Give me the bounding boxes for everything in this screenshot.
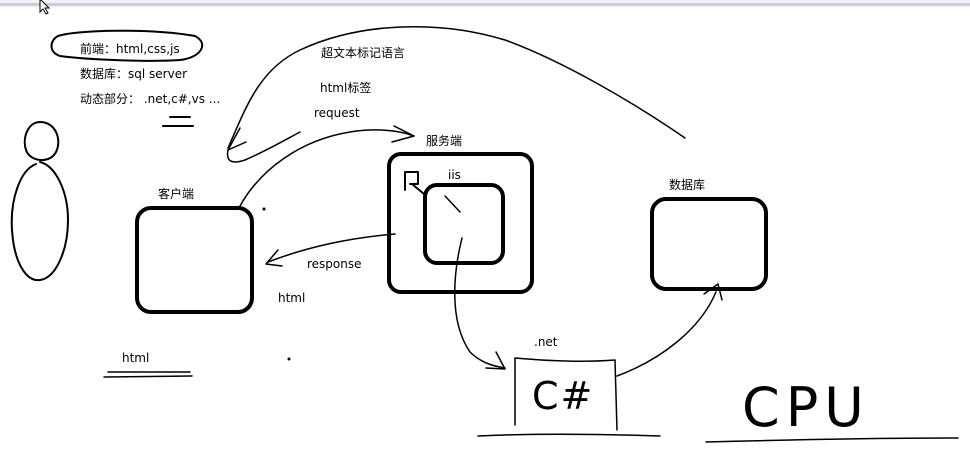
database-box [650,197,768,291]
label-csharp: C# [532,374,595,418]
csharp-to-db-arrow [616,291,717,377]
label-request: request [314,106,360,120]
cpu-underline [705,437,959,443]
response-arrow-head [265,249,283,267]
sweep-hook [226,131,301,163]
person-head [23,121,60,161]
person-body [10,161,69,282]
client-box [135,206,254,314]
iis-to-csharp-head [485,351,506,370]
label-dotnet: .net [534,335,558,349]
csharp-baseline [477,433,661,437]
note-dynamic: 动态部分： .net,c#,vs ... [80,92,221,106]
note-frontend: 前端：html,css,js [80,42,180,56]
mouse-cursor-icon [39,0,51,15]
csharp-box [514,357,618,431]
csharp-to-db-head [703,283,723,301]
sweep-arrow-head [227,127,247,151]
label-database: 数据库 [669,178,706,192]
iis-box [423,183,505,265]
label-html-response: html [278,291,306,305]
iis-pointer-line [444,195,461,213]
sweep-curve [227,26,686,149]
html-bottom-underline-2 [103,375,193,378]
window-top-bar [0,0,970,8]
dot-2 [287,357,291,361]
dot-1 [262,207,266,211]
label-hypertext: 超文本标记语言 [321,46,406,60]
label-iis: iis [448,168,461,182]
iis-to-csharp-arrow [454,237,506,369]
label-server: 服务端 [426,134,463,148]
response-arrow [267,233,396,263]
label-client: 客户端 [158,187,195,201]
request-arrow [239,129,415,207]
label-html-bottom: html [122,351,150,365]
server-box [387,152,534,294]
label-html-tag: html标签 [320,81,372,95]
note-database: 数据库：sql server [80,67,188,81]
request-arrow-head [391,125,415,143]
label-response: response [307,257,362,271]
note-scribble [50,29,204,62]
server-corner-scribble [404,171,425,195]
label-cpu: CPU [742,376,870,439]
